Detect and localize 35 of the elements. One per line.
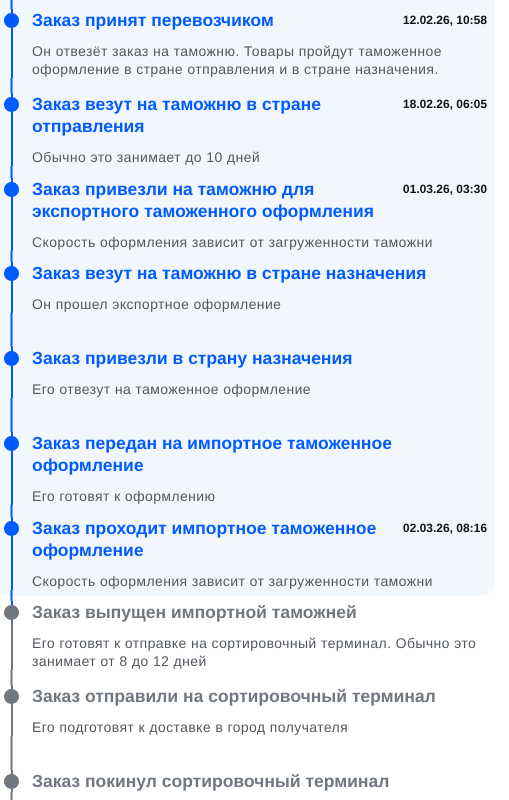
timeline-line [10,251,12,262]
timeline-line [10,736,12,770]
step-description: Обычно это занимает до 10 дней [32,148,260,166]
step-description: Он прошел экспортное оформление [32,295,282,313]
timeline-line [10,505,12,517]
step-description: Скорость оформления зависит от загруженности таможни [32,572,433,590]
step-title: Заказ выпущен импортной таможней [32,601,357,623]
timeline-line [10,398,12,432]
timestamp: 12.02.26, 10:58 [402,12,487,29]
step-description: Скорость оформления зависит от загруженности таможни [32,233,433,251]
timeline-line [10,166,12,178]
step-title: Заказ проходит импортное таможенное оформление [32,517,378,561]
step-title: Заказ везут на таможню в стране отправления [32,93,322,137]
timestamp: 18.02.26, 06:05 [402,96,487,113]
timeline-line [10,78,12,93]
step-title: Заказ привезли в страну назначения [32,347,352,369]
highlight-panel [0,0,495,596]
step-title: Заказ отправили на сортировочный терминал [32,685,436,707]
timeline-line [10,313,12,347]
step-title: Заказ везут на таможню в стране назначения [32,262,426,284]
timeline-line [10,0,12,9]
timeline-line [10,792,12,800]
step-description: Его готовят к оформлению [32,487,216,505]
step-description: Его подготовят к доставке в город получателя [32,718,348,736]
timestamp: 01.03.26, 03:30 [402,181,487,198]
step-description: Он отвезёт заказ на таможню. Товары пройдут таможенное оформление в стране отправления и в стране назначения. [32,42,443,78]
step-description: Его готовят к отправке на сортировочный терминал. Обычно это занимает от 8 до 12 дней [32,634,478,670]
step-title: Заказ покинул сортировочный терминал [32,770,390,792]
step-title: Заказ привезли на таможню для экспортного таможенного оформления [32,178,375,222]
timestamp: 02.03.26, 08:16 [402,520,487,537]
step-title: Заказ передан на импортное таможенное оформление [32,432,393,476]
step-description: Его отвезут на таможенное оформление [32,380,311,398]
timeline-line [10,670,12,685]
timeline-line [10,590,12,601]
step-title: Заказ принят перевозчиком [32,9,274,31]
